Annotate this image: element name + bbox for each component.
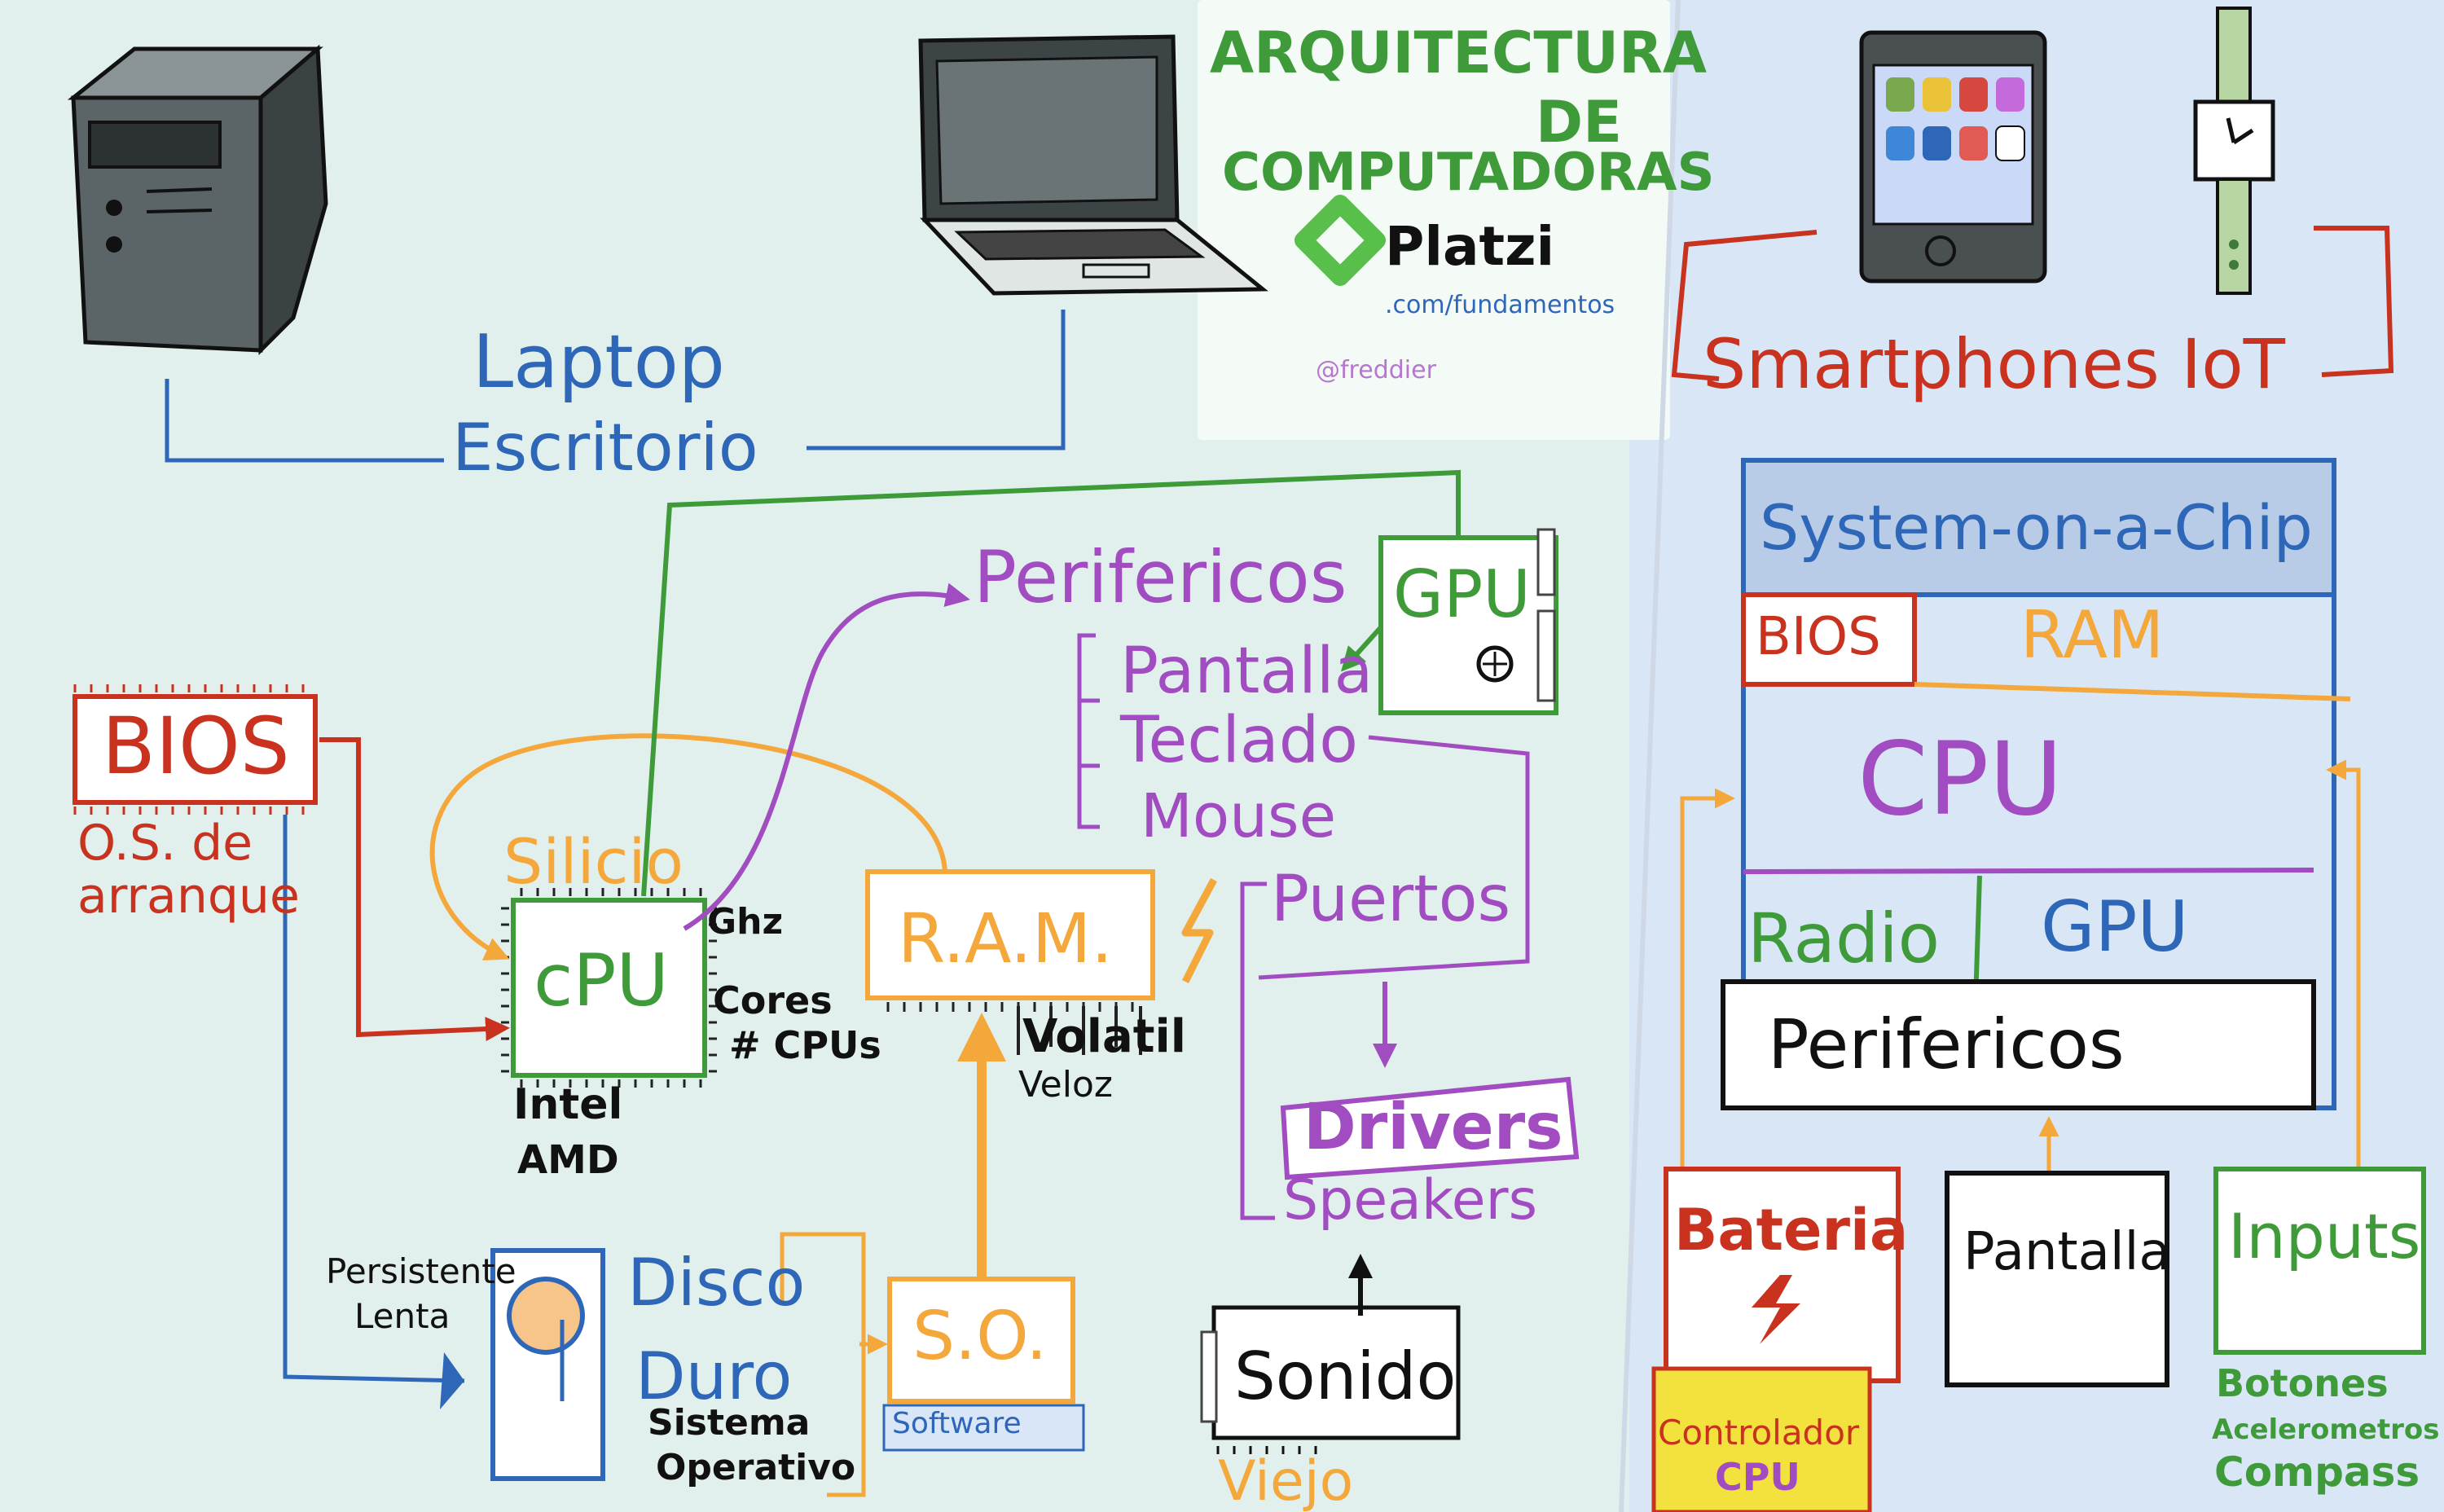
drivers-box — [1280, 1076, 1580, 1180]
bios-to-disk-arrow — [283, 815, 465, 1383]
bios-label: BIOS — [102, 701, 290, 792]
soc-cpu: CPU — [1857, 721, 2064, 838]
disco-persistente: Persistente — [326, 1251, 516, 1291]
device-bracket-right — [807, 310, 1066, 451]
bios-note-line-2: arranque — [77, 868, 300, 925]
periferico-item-teclado: Teclado — [1120, 704, 1358, 777]
title-card — [1198, 0, 1670, 440]
soc-ram: RAM — [2020, 597, 2165, 673]
cpu-brand-intel: Intel — [513, 1080, 623, 1129]
title-line-2: DE — [1536, 89, 1622, 156]
brand-name: Platzi — [1385, 215, 1555, 278]
gpu-card — [1378, 528, 1558, 715]
disco-lenta: Lenta — [354, 1296, 451, 1336]
teclado-puertos-line — [1258, 735, 1530, 980]
bios-chip — [73, 684, 318, 815]
ram-veloz: Veloz — [1018, 1064, 1113, 1105]
soc-block — [1721, 458, 2351, 1110]
bateria-cpu: CPU — [1715, 1455, 1800, 1499]
bios-note-line-1: O.S. de — [77, 815, 253, 872]
disco-label-1: Disco — [627, 1245, 806, 1321]
soc-radio: Radio — [1747, 899, 1941, 978]
puertos-label: Puertos — [1271, 863, 1511, 936]
bateria-box — [1651, 1167, 1901, 1512]
brand-url: .com/fundamentos — [1385, 291, 1615, 319]
smartwatch-icon — [2193, 7, 2275, 295]
cpu-brand-amd: AMD — [517, 1137, 619, 1183]
hard-disk-icon — [490, 1248, 605, 1481]
cpu-label: cPU — [534, 938, 669, 1022]
drivers-label: Drivers — [1303, 1091, 1563, 1164]
lightning-icon — [1181, 877, 1217, 984]
soc-title: System-on-a-Chip — [1760, 491, 2313, 564]
inputs-item-acelerometros: Acelerometros — [2212, 1413, 2440, 1446]
pantalla-box — [1945, 1171, 2169, 1387]
ram-module — [865, 869, 1155, 1055]
smartphones-iot-bracket — [1671, 230, 1818, 381]
cpu-chip — [501, 888, 717, 1088]
pantalla-gpu-arrow — [1340, 625, 1383, 672]
cpu-to-gpu-line — [641, 469, 1461, 897]
ram-label: R.A.M. — [898, 899, 1113, 978]
smartphones-iot-label: Smartphones IoT — [1703, 324, 2285, 404]
desktop-computer-icon — [67, 44, 328, 356]
sonido-viejo: Viejo — [1218, 1449, 1354, 1512]
inputs-box — [2213, 1167, 2426, 1355]
laptop-computer-icon — [918, 34, 1268, 296]
sonido-label: Sonido — [1234, 1338, 1457, 1414]
soc-perifericos: Perifericos — [1768, 1004, 2125, 1084]
cpu-to-perifericos-arrow — [683, 582, 970, 931]
perifericos-bracket — [1077, 633, 1100, 829]
gpu-label: GPU — [1393, 556, 1531, 632]
disk-to-so-arrow — [780, 1232, 866, 1497]
cpu-ghz: Ghz — [707, 901, 784, 943]
inputs-label: Inputs — [2228, 1200, 2421, 1272]
sound-card — [1200, 1305, 1461, 1454]
so-box — [882, 1277, 1085, 1452]
disco-label-2: Duro — [635, 1338, 793, 1414]
brand-handle: @freddier — [1316, 356, 1436, 385]
disco-sistema: Sistema — [648, 1402, 811, 1444]
puertos-bracket — [1240, 881, 1275, 1220]
inputs-to-soc-arrow — [2326, 759, 2361, 1173]
cpu-ram-loop — [429, 733, 947, 960]
perifericos-title: Perifericos — [974, 535, 1347, 619]
desktop-label: Escritorio — [452, 410, 758, 486]
inputs-item-botones: Botones — [2216, 1361, 2389, 1405]
disco-operativo: Operativo — [656, 1447, 856, 1488]
soc-bios: BIOS — [1756, 607, 1881, 667]
silicio-label: Silicio — [503, 825, 684, 898]
bateria-controlador: Controlador — [1658, 1413, 1860, 1453]
title-line-3: COMPUTADORAS — [1222, 143, 1715, 203]
smartphone-icon — [1859, 30, 2047, 284]
inputs-item-compass: Compass — [2214, 1448, 2420, 1496]
device-bracket — [165, 379, 444, 463]
speakers-label: Speakers — [1283, 1168, 1538, 1233]
so-label: S.O. — [912, 1298, 1048, 1375]
laptop-label: Laptop — [473, 319, 725, 405]
pantalla-label: Pantalla — [1963, 1222, 2171, 1282]
cpu-cores: Cores — [713, 978, 833, 1022]
platzi-logo — [1295, 195, 1386, 286]
bios-to-cpu-arrow — [319, 737, 510, 1042]
periferico-item-pantalla: Pantalla — [1120, 635, 1374, 708]
cpu-count: # CPUs — [729, 1023, 881, 1067]
panel-divider — [1619, 0, 1681, 1512]
ram-volatil: Volatil — [1022, 1010, 1186, 1063]
periferico-item-mouse: Mouse — [1141, 781, 1337, 851]
bateria-label: Bateria — [1674, 1197, 1909, 1264]
title-line-1: ARQUITECTURA — [1210, 20, 1708, 86]
so-software: Software — [892, 1407, 1022, 1440]
soc-gpu: GPU — [2041, 886, 2189, 968]
